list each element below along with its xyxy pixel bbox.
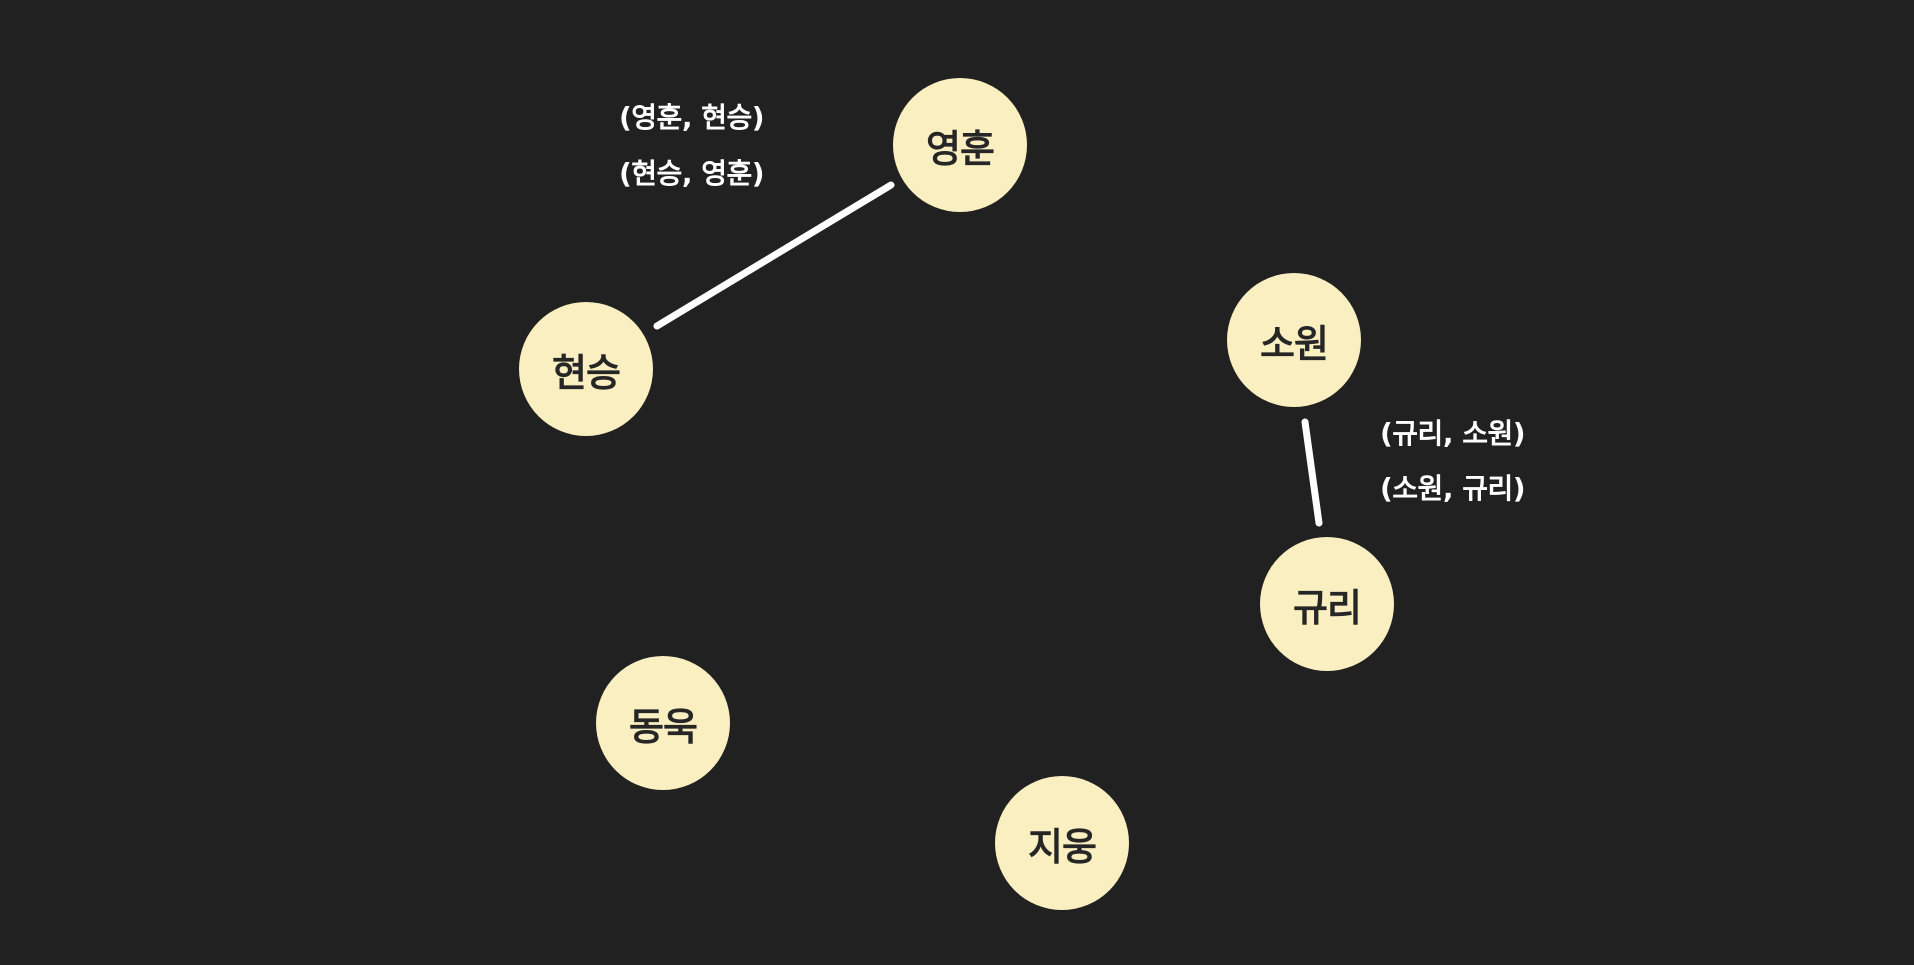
node-label: 소원 — [1260, 321, 1329, 366]
edge-pair-label: (현승, 영훈) — [619, 157, 765, 190]
edge-pair-label: (소원, 규리) — [1380, 472, 1526, 505]
node-gyuri[interactable]: 규리 — [1260, 537, 1394, 671]
node-label: 영훈 — [926, 126, 995, 171]
edge-pair-label: (규리, 소원) — [1380, 417, 1526, 450]
node-yeonghun[interactable]: 영훈 — [893, 78, 1027, 212]
node-label: 규리 — [1293, 585, 1362, 630]
edge-sowon-gyuri — [1301, 418, 1323, 527]
edge-yeonghun-hyeonseung — [653, 181, 895, 330]
node-hyeonseung[interactable]: 현승 — [519, 302, 653, 436]
node-donguk[interactable]: 동욱 — [596, 656, 730, 790]
node-label: 동욱 — [629, 704, 698, 749]
edge-pair-label: (영훈, 현승) — [619, 101, 765, 134]
node-jiung[interactable]: 지웅 — [995, 776, 1129, 910]
node-label: 지웅 — [1028, 824, 1097, 869]
node-sowon[interactable]: 소원 — [1227, 273, 1361, 407]
node-label: 현승 — [552, 350, 621, 395]
